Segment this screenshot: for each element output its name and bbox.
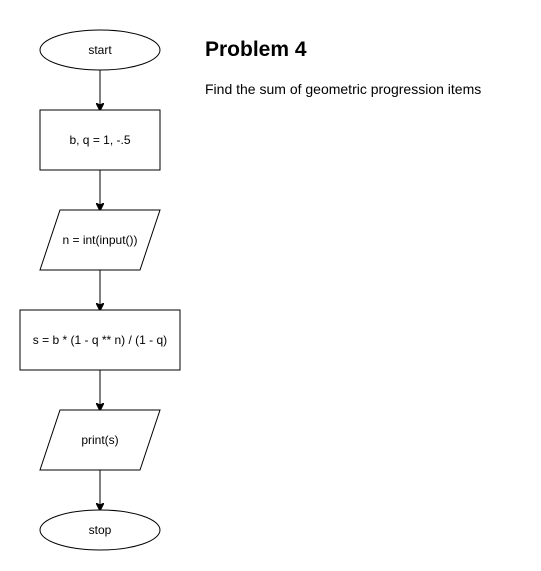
start-terminal: start <box>39 29 161 71</box>
compute-process-label: s = b * (1 - q ** n) / (1 - q) <box>33 333 167 347</box>
compute-process: s = b * (1 - q ** n) / (1 - q) <box>19 309 181 371</box>
assign-process: b, q = 1, -.5 <box>39 109 161 171</box>
input-io-label: n = int(input()) <box>62 233 137 247</box>
print-io-label: print(s) <box>81 433 118 447</box>
input-io: n = int(input()) <box>39 209 161 271</box>
print-io: print(s) <box>39 409 161 471</box>
stop-terminal: stop <box>39 509 161 551</box>
start-terminal-label: start <box>88 43 112 57</box>
problem-title: Problem 4 <box>205 38 307 61</box>
stop-terminal-label: stop <box>89 523 112 537</box>
problem-description: Find the sum of geometric progression it… <box>205 81 482 97</box>
assign-process-label: b, q = 1, -.5 <box>69 133 130 147</box>
